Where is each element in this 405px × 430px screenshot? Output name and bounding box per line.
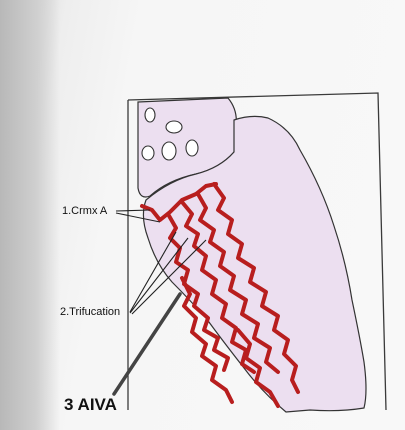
label-circumflex: 1.Crmx A: [62, 205, 107, 217]
label-trifurcation: 2.Trifucation: [60, 306, 120, 318]
foramen-5: [186, 140, 198, 156]
foramen-3: [142, 146, 154, 160]
foramen-4: [162, 142, 176, 160]
leader-aiva: [114, 294, 180, 394]
foramen-1: [145, 108, 155, 122]
label-aiva: 3 AIVA: [64, 395, 117, 415]
foramen-2: [166, 121, 182, 133]
